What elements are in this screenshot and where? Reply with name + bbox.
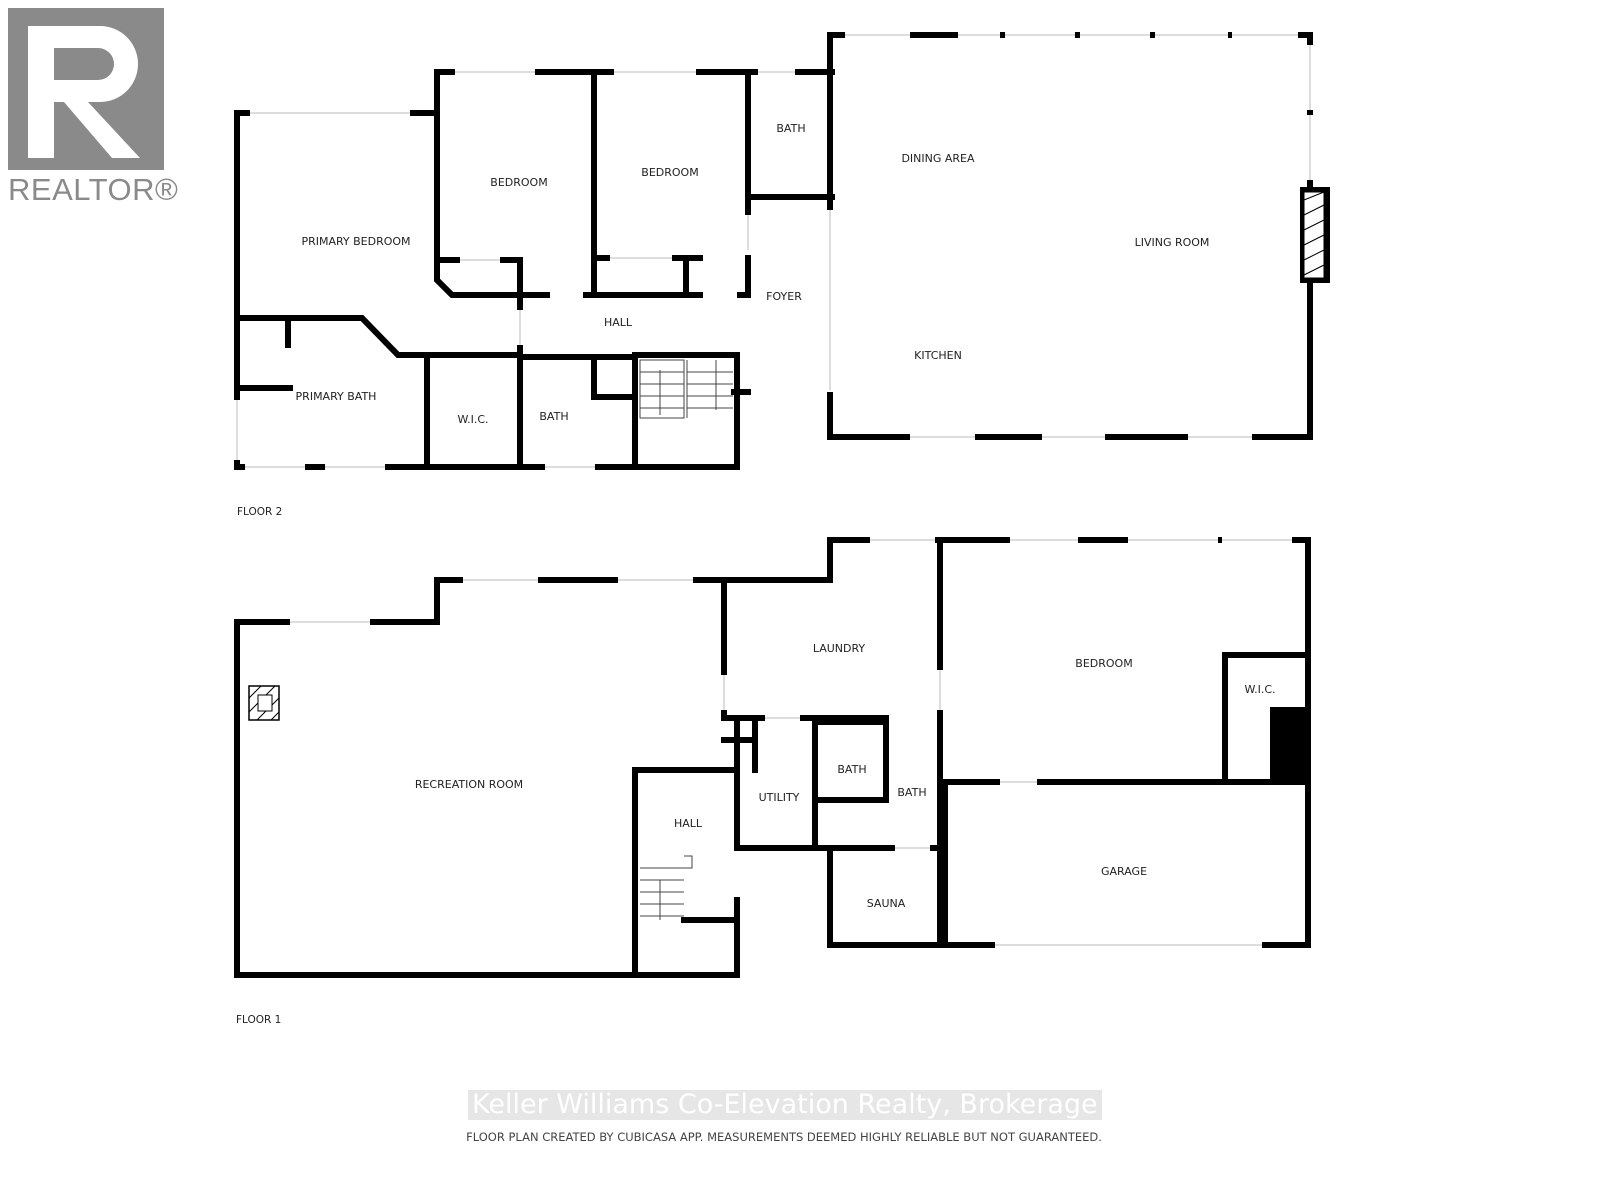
wall bbox=[234, 315, 523, 358]
room-label-living-room: LIVING ROOM bbox=[1135, 236, 1210, 249]
windows bbox=[233, 31, 1314, 949]
room-label-wic: W.I.C. bbox=[1244, 683, 1275, 696]
room-label-wic: W.I.C. bbox=[457, 413, 488, 426]
realtor-logo: REALTOR® bbox=[8, 8, 179, 208]
room-label-foyer: FOYER bbox=[766, 290, 802, 303]
room-label-kitchen: KITCHEN bbox=[914, 349, 962, 362]
wall bbox=[591, 354, 637, 400]
room-label-bedroom: BEDROOM bbox=[490, 176, 547, 189]
fireplace-icon bbox=[1300, 187, 1330, 283]
wall bbox=[437, 257, 523, 313]
closet-block bbox=[1270, 707, 1306, 783]
room-label-laundry: LAUNDRY bbox=[813, 642, 866, 655]
realtor-r-mark bbox=[8, 8, 164, 170]
disclaimer-text: FLOOR PLAN CREATED BY CUBICASA APP. MEAS… bbox=[466, 1130, 1102, 1144]
floor-label: FLOOR 1 bbox=[236, 1014, 281, 1026]
room-label-garage: GARAGE bbox=[1101, 865, 1147, 878]
wall bbox=[815, 719, 889, 803]
room-label-primary-bedroom: PRIMARY BEDROOM bbox=[301, 235, 410, 248]
stairs-floor-2 bbox=[639, 359, 733, 419]
wall bbox=[234, 537, 1311, 948]
wall bbox=[234, 619, 740, 978]
room-label-recreation-room: RECREATION ROOM bbox=[415, 778, 523, 791]
room-label-bath: BATH bbox=[897, 786, 926, 799]
walls bbox=[234, 32, 1313, 978]
wall bbox=[434, 69, 550, 298]
brokerage-watermark: Keller Williams Co-Elevation Realty, Bro… bbox=[468, 1090, 1102, 1120]
room-label-hall: HALL bbox=[604, 316, 633, 329]
room-label-utility: UTILITY bbox=[759, 791, 800, 804]
room-label-bedroom: BEDROOM bbox=[1075, 657, 1132, 670]
room-label-dining-area: DINING AREA bbox=[901, 152, 975, 165]
wall bbox=[234, 110, 740, 470]
floor-label: FLOOR 2 bbox=[237, 506, 282, 518]
realtor-logo-text: REALTOR® bbox=[8, 172, 179, 207]
room-label-bath: BATH bbox=[539, 410, 568, 423]
room-label-bath: BATH bbox=[776, 122, 805, 135]
room-label-sauna: SAUNA bbox=[867, 897, 906, 910]
wall bbox=[234, 69, 835, 116]
room-label-hall: HALL bbox=[674, 817, 703, 830]
room-label-bedroom: BEDROOM bbox=[641, 166, 698, 179]
room-label-bath: BATH bbox=[837, 763, 866, 776]
stairs-floor-1 bbox=[640, 855, 693, 920]
wall bbox=[827, 32, 1313, 440]
room-label-primary-bath: PRIMARY BATH bbox=[296, 390, 377, 403]
fireplace-icon bbox=[248, 685, 280, 721]
